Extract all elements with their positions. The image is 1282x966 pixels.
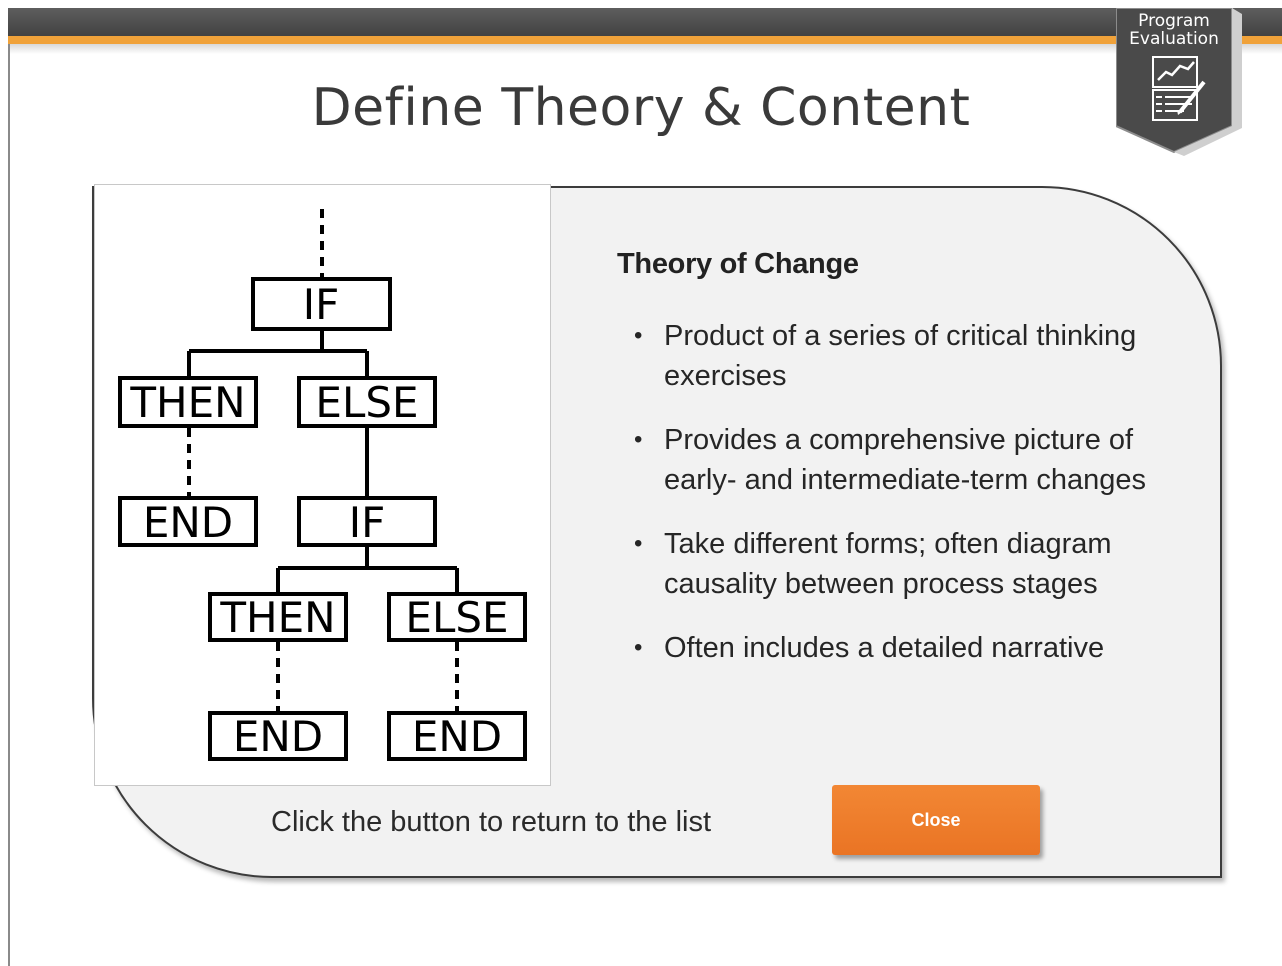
- bullet-item: Provides a comprehensive picture of earl…: [628, 420, 1198, 500]
- else-box-1: [297, 376, 437, 428]
- then-box-2: [208, 592, 348, 642]
- section-heading: Theory of Change: [617, 248, 859, 280]
- if-box-nested: [297, 496, 437, 547]
- flowchart: IF THEN ELSE END IF THEN ELSE END END: [118, 209, 527, 761]
- badge-label-line2: Evaluation: [1129, 29, 1219, 49]
- if-then-else-diagram: IF THEN ELSE END IF THEN ELSE END END: [94, 184, 551, 786]
- close-button[interactable]: Close: [832, 785, 1040, 855]
- else-label-2: ELSE: [405, 593, 508, 642]
- end-label-1: END: [143, 498, 233, 547]
- bullet-item: Often includes a detailed narrative: [628, 628, 1198, 668]
- if-box-top: [251, 277, 392, 331]
- end-label-3: END: [412, 712, 502, 761]
- bullet-item: Product of a series of critical thinking…: [628, 316, 1198, 396]
- header-bar: [8, 8, 1282, 36]
- badge-label: Program Evaluation: [1116, 12, 1232, 48]
- page-title: Define Theory & Content: [311, 78, 971, 138]
- header-shadow: [8, 44, 1282, 54]
- instruction-text: Click the button to return to the list: [271, 806, 712, 838]
- else-label-1: ELSE: [315, 378, 418, 427]
- bullet-item: Take different forms; often diagram caus…: [628, 524, 1198, 604]
- chart-clipboard-icon: [1152, 56, 1206, 121]
- header-accent-bar: [8, 36, 1282, 44]
- end-box-3: [387, 711, 527, 761]
- then-box-1: [118, 376, 258, 428]
- end-box-1: [118, 496, 258, 547]
- else-box-2: [387, 592, 527, 642]
- slide-left-border: [8, 44, 10, 966]
- badge-label-line1: Program: [1138, 11, 1210, 31]
- if-label-top: IF: [303, 280, 340, 329]
- end-label-2: END: [233, 712, 323, 761]
- end-box-2: [208, 711, 348, 761]
- if-label-nested: IF: [349, 498, 386, 547]
- then-label-2: THEN: [219, 593, 335, 642]
- badge-shape: [1115, 7, 1242, 156]
- bullet-list: Product of a series of critical thinking…: [628, 316, 1198, 692]
- then-label-1: THEN: [129, 378, 245, 427]
- program-evaluation-badge: Program Evaluation: [1115, 7, 1242, 158]
